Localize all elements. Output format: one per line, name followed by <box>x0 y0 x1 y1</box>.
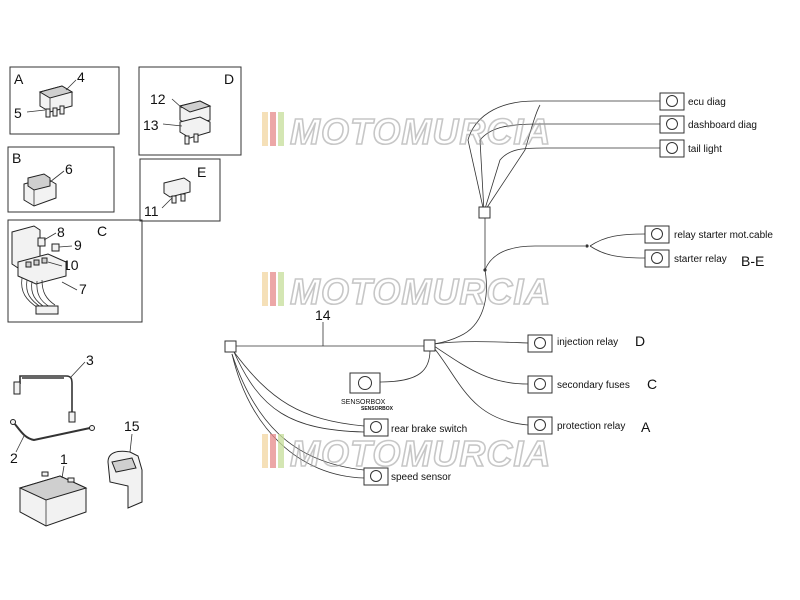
connector-starter-relay: starter relay B-E <box>644 249 764 269</box>
connector-ecu-diag-label: ecu diag <box>688 97 726 108</box>
connector-relay-starter-mot-cable-label: relay starter mot.cable <box>674 230 773 241</box>
battery-1-drawing <box>18 471 88 527</box>
connector-injection-relay-label: injection relay <box>557 337 618 348</box>
part-15-number: 15 <box>124 418 140 434</box>
watermark-text: MOTOMURCIA <box>290 433 551 474</box>
leader-5 <box>26 109 46 113</box>
loose-parts: 3 2 1 15 <box>10 352 143 527</box>
fuse-holder-6-drawing <box>23 173 57 207</box>
cable-3-drawing <box>13 375 76 423</box>
splice-point-starter <box>585 244 589 248</box>
leader-10 <box>47 261 63 267</box>
leader-8 <box>43 232 57 241</box>
connector-dashboard-diag: dashboard diag <box>659 115 757 134</box>
fuse-11-drawing <box>163 177 191 204</box>
socket-13-drawing <box>179 116 211 145</box>
kit-b: B 6 <box>7 146 115 213</box>
connector-injection-relay: injection relay D <box>527 333 645 353</box>
connector-secondary-fuses-ref: C <box>647 376 657 392</box>
leader-3 <box>69 361 86 379</box>
connector-rear-brake-switch: rear brake switch <box>363 418 467 437</box>
leader-9 <box>58 245 73 248</box>
watermark-layer: MOTOMURCIA MOTOMURCIA MOTOMURCIA <box>262 110 551 475</box>
cover-15-drawing <box>107 450 143 509</box>
kit-b-letter: B <box>12 150 21 166</box>
part-2-number: 2 <box>10 450 18 466</box>
junction-right <box>423 339 436 352</box>
kit-a-frame <box>9 66 120 135</box>
connector-sensorbox-label: SENSORBOX <box>341 399 386 406</box>
kit-c: C 8 9 10 7 <box>7 219 143 323</box>
kit-c-frame <box>7 219 143 323</box>
kit-c-letter: C <box>97 223 107 239</box>
fuse-box-7-drawing <box>11 225 67 315</box>
leader-2 <box>15 435 25 453</box>
connector-speed-sensor-label: speed sensor <box>391 472 452 483</box>
kit-d: D 12 13 <box>138 66 242 156</box>
watermark-logo: MOTOMURCIA <box>262 432 551 475</box>
connector-rear-brake-switch-label: rear brake switch <box>391 424 467 435</box>
connector-starter-relay-label: starter relay <box>674 254 727 265</box>
connector-protection-relay-ref: A <box>641 419 651 435</box>
connector-secondary-fuses: secondary fuses C <box>527 375 657 394</box>
connector-injection-relay-ref: D <box>635 333 645 349</box>
leader-4 <box>65 79 77 91</box>
watermark-text: MOTOMURCIA <box>290 111 551 152</box>
connector-relay-starter-mot-cable: relay starter mot.cable <box>644 225 773 244</box>
connector-sensorbox: SENSORBOX SENSORBOX <box>341 372 394 412</box>
kit-b-frame <box>7 146 115 213</box>
connector-protection-relay-label: protection relay <box>557 421 625 432</box>
part-10-number: 10 <box>63 257 79 273</box>
part-3-number: 3 <box>86 352 94 368</box>
kit-e-letter: E <box>197 164 206 180</box>
leader-12 <box>171 98 183 109</box>
leader-11 <box>161 197 173 209</box>
junction-upper <box>478 206 491 219</box>
leader-15 <box>129 433 133 453</box>
watermark-logo: MOTOMURCIA <box>262 110 551 153</box>
leader-6 <box>49 170 65 183</box>
leader-13 <box>162 123 183 127</box>
part-5-number: 5 <box>14 105 22 121</box>
cable-2-drawing <box>10 419 95 442</box>
watermark-logo: MOTOMURCIA <box>262 270 551 313</box>
kit-d-frame <box>138 66 242 156</box>
kit-d-letter: D <box>224 71 234 87</box>
connector-starter-relay-ref: B-E <box>741 253 764 269</box>
relay-4-drawing <box>38 85 74 118</box>
leader-7 <box>61 281 78 291</box>
kit-e: E 11 <box>139 158 221 222</box>
kit-a: A 4 5 <box>9 66 120 135</box>
part-4-number: 4 <box>77 69 85 85</box>
part-6-number: 6 <box>65 161 73 177</box>
part-12-number: 12 <box>150 91 166 107</box>
connector-speed-sensor: speed sensor <box>363 467 452 486</box>
leader-1 <box>61 465 65 479</box>
connector-tail-light: tail light <box>659 139 722 158</box>
kit-a-letter: A <box>14 71 24 87</box>
splice-point <box>483 268 487 272</box>
connector-ecu-diag: ecu diag <box>659 92 726 111</box>
connector-tail-light-label: tail light <box>688 144 722 155</box>
connector-sensorbox-sublabel: SENSORBOX <box>361 406 394 412</box>
connector-dashboard-diag-label: dashboard diag <box>688 120 757 131</box>
watermark-text: MOTOMURCIA <box>290 271 551 312</box>
connector-secondary-fuses-label: secondary fuses <box>557 380 630 391</box>
part-11-number: 11 <box>144 203 159 219</box>
connector-protection-relay: protection relay A <box>527 416 651 435</box>
harness-14-number: 14 <box>315 307 331 323</box>
kit-e-frame <box>139 158 221 222</box>
part-13-number: 13 <box>143 117 159 133</box>
part-8-number: 8 <box>57 224 65 240</box>
junction-left <box>224 340 237 353</box>
harness-wires <box>231 100 660 479</box>
part-9-number: 9 <box>74 237 82 253</box>
part-1-number: 1 <box>60 451 68 467</box>
part-7-number: 7 <box>79 281 87 297</box>
